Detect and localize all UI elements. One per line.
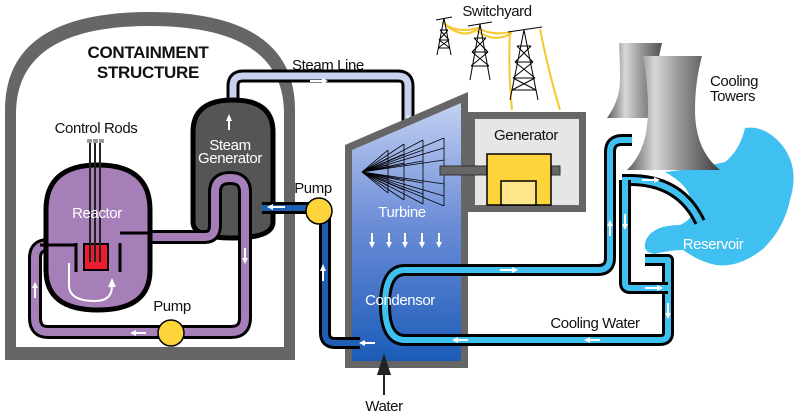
transmission-tower-icon xyxy=(435,16,453,56)
control-rods xyxy=(87,139,104,262)
steam-generator-label-line1: Steam xyxy=(209,137,250,154)
reservoir-label: Reservoir xyxy=(683,236,744,253)
flow-arrow-icon xyxy=(386,233,392,248)
flow-arrow-icon xyxy=(369,233,375,248)
flow-arrow-icon xyxy=(642,177,660,183)
cooling-tower-front xyxy=(627,56,720,170)
generator: Generator xyxy=(439,112,586,212)
flow-arrow-icon xyxy=(242,248,248,264)
primary-coolant-loop xyxy=(28,171,252,339)
flow-arrow-icon xyxy=(130,330,146,336)
flow-arrow-icon xyxy=(436,233,442,248)
turbine-housing xyxy=(345,92,468,368)
steam-generator: Steam Generator xyxy=(190,97,276,241)
flow-arrow-icon xyxy=(320,264,326,281)
reactor-vessel: Reactor xyxy=(40,139,153,313)
primary-pump xyxy=(157,319,185,347)
flow-arrow-icon xyxy=(622,214,628,230)
reservoir xyxy=(644,127,794,266)
water-label: Water xyxy=(365,398,403,415)
turbine-label: Turbine xyxy=(378,204,426,221)
cooling-water-loop xyxy=(379,134,706,346)
generator-label: Generator xyxy=(494,127,558,144)
containment-label-line1: CONTAINMENT xyxy=(87,43,209,62)
control-rods-label: Control Rods xyxy=(55,120,138,137)
condensor-label: Condensor xyxy=(365,292,435,309)
flow-arrow-icon xyxy=(500,267,518,273)
flow-arrow-icon xyxy=(665,303,671,319)
secondary-pump-label: Pump xyxy=(294,180,332,197)
flow-arrow-icon xyxy=(310,78,328,84)
containment-label-line2: STRUCTURE xyxy=(97,63,199,82)
flow-arrow-icon xyxy=(267,204,285,210)
reactor-label: Reactor xyxy=(72,205,122,222)
turbine-blades xyxy=(361,137,445,207)
steam-generator-label-line2: Generator xyxy=(198,150,262,167)
cooling-towers-label-line1: Cooling xyxy=(710,73,758,90)
water-inlet-arrow-icon xyxy=(377,353,391,395)
primary-pump-label: Pump xyxy=(153,298,191,315)
flow-arrow-icon xyxy=(645,285,663,291)
flow-arrow-icon xyxy=(32,282,38,298)
switchyard: Switchyard xyxy=(435,3,561,111)
flow-arrow-icon xyxy=(607,220,613,236)
transmission-tower-icon xyxy=(507,26,543,101)
cooling-towers: Cooling Towers xyxy=(607,43,759,170)
secondary-pump xyxy=(305,197,333,225)
transmission-tower-icon xyxy=(467,21,493,81)
switchyard-label: Switchyard xyxy=(462,3,531,20)
flow-arrow-icon xyxy=(419,233,425,248)
flow-arrow-icon xyxy=(359,340,375,346)
flow-arrow-icon xyxy=(108,278,116,287)
steam-line-label: Steam Line xyxy=(292,57,364,74)
condensing-steam-arrows xyxy=(369,233,442,248)
cooling-water-label: Cooling Water xyxy=(550,315,640,332)
flow-arrow-icon xyxy=(584,337,600,343)
flow-arrow-icon xyxy=(226,114,232,130)
flow-arrow-icon xyxy=(402,233,408,248)
cooling-towers-label-line2: Towers xyxy=(710,88,755,105)
flow-arrow-icon xyxy=(452,337,468,343)
